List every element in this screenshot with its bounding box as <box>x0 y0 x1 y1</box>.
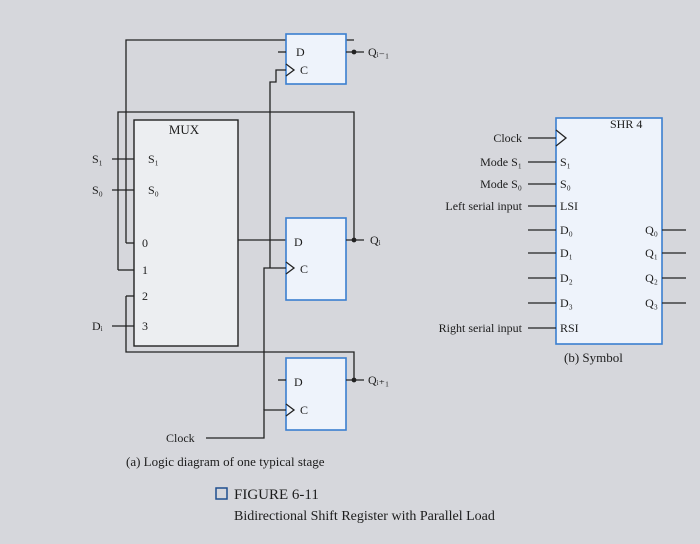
pin-d2: D₂ <box>560 271 573 285</box>
mux-title: MUX <box>169 122 200 137</box>
mux-input-0: 0 <box>142 236 148 250</box>
mux-s1-pin: S₁ <box>148 152 159 166</box>
outside-s1-label: S₁ <box>92 152 103 166</box>
bottom-ff-c: C <box>300 403 308 417</box>
sym-right-serial: Right serial input <box>439 321 523 335</box>
caption-b: (b) Symbol <box>564 350 623 365</box>
top-ff-q: Qᵢ₋₁ <box>368 45 389 59</box>
sym-left-serial: Left serial input <box>445 199 522 213</box>
shr4-title: SHR 4 <box>610 117 642 131</box>
middle-flipflop <box>285 217 347 301</box>
mux-input-3: 3 <box>142 319 148 333</box>
bottom-ff-d: D <box>294 375 303 389</box>
mux-input-1: 1 <box>142 263 148 277</box>
pin-q2: Q₂ <box>645 271 658 285</box>
pin-lsi: LSI <box>560 199 578 213</box>
figure-number: FIGURE 6-11 <box>234 487 319 503</box>
top-flipflop <box>285 33 347 85</box>
pin-d1: D₁ <box>560 246 573 260</box>
outside-s0-label: S₀ <box>92 183 103 197</box>
di-label: Dᵢ <box>92 319 103 333</box>
middle-ff-d: D <box>294 235 303 249</box>
top-ff-c: C <box>300 63 308 77</box>
bottom-flipflop <box>285 357 347 431</box>
pin-s0: S₀ <box>560 177 571 191</box>
pin-rsi: RSI <box>560 321 579 335</box>
pin-d3: D₃ <box>560 296 573 310</box>
bottom-ff-q: Qᵢ₊₁ <box>368 373 389 387</box>
pin-s1: S₁ <box>560 155 571 169</box>
middle-ff-c: C <box>300 262 308 276</box>
pin-q0: Q₀ <box>645 223 658 237</box>
pin-d0: D₀ <box>560 223 573 237</box>
clock-label: Clock <box>166 431 195 445</box>
mux-s0-pin: S₀ <box>148 183 159 197</box>
caption-a: (a) Logic diagram of one typical stage <box>126 454 325 469</box>
sym-mode-s0: Mode S₀ <box>480 177 522 191</box>
sym-mode-s1: Mode S₁ <box>480 155 522 169</box>
mux-input-2: 2 <box>142 289 148 303</box>
top-ff-d: D <box>296 45 305 59</box>
mux-box <box>133 119 239 347</box>
middle-ff-q: Qᵢ <box>370 233 381 247</box>
shr4-symbol-box <box>555 117 663 345</box>
pin-q3: Q₃ <box>645 296 658 310</box>
sym-clock-label: Clock <box>493 131 522 145</box>
figure-marker-icon <box>215 487 228 500</box>
figure-title: Bidirectional Shift Register with Parall… <box>234 509 495 524</box>
pin-q1: Q₁ <box>645 246 658 260</box>
